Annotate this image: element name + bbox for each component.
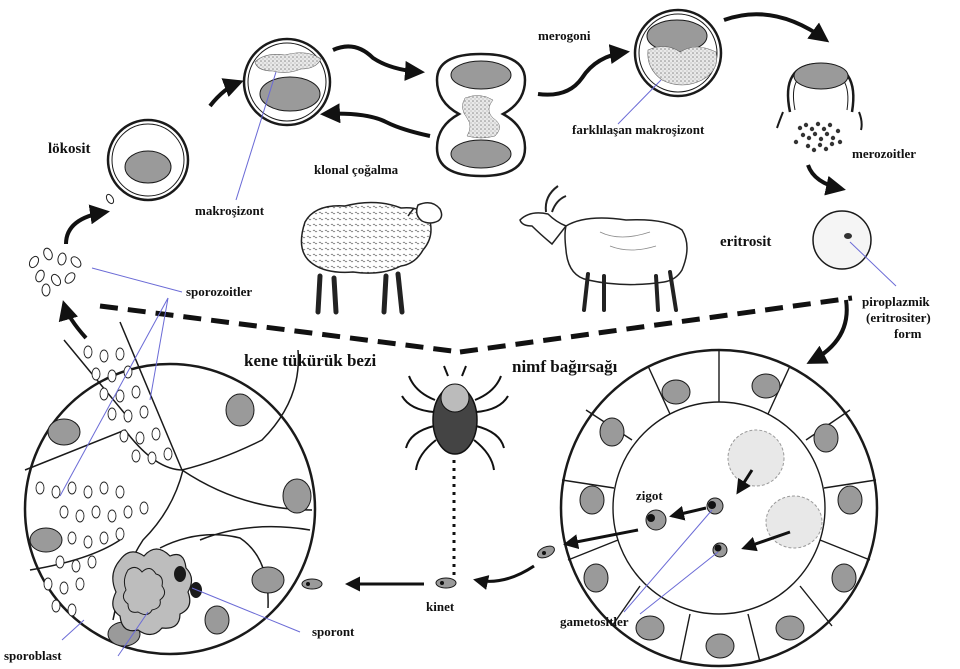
macroschizont-cell	[244, 39, 330, 125]
sheep-icon	[301, 202, 441, 312]
label-differentiating-macroschizont: farklılaşan makroşizont	[572, 122, 705, 137]
kinete-in-gut	[536, 544, 557, 561]
arrow-to-gut	[810, 300, 847, 362]
zygote	[646, 510, 666, 530]
label-piroplasmic-2: (eritrositer)	[866, 310, 931, 325]
label-piroplasmic-1: piroplazmik	[862, 294, 930, 309]
label-salivary-gland: kene tükürük bezi	[244, 351, 377, 370]
label-sporozoites: sporozoitler	[186, 284, 252, 299]
merozoites	[794, 122, 842, 152]
label-zygote: zigot	[636, 488, 663, 503]
label-leukocyte: lökosit	[48, 141, 91, 157]
label-merogony: merogoni	[538, 28, 591, 43]
erythrocyte-cell	[813, 211, 871, 269]
label-kinete: kinet	[426, 599, 455, 614]
merozoite-release-cell	[777, 63, 862, 152]
host-vector-separator	[100, 298, 852, 352]
salivary-gland	[25, 322, 315, 654]
leukocyte-cell	[108, 120, 188, 200]
label-piroplasmic-3: form	[894, 326, 922, 341]
label-gametocytes: gametositler	[560, 614, 629, 629]
sporozoites-free	[28, 193, 116, 296]
label-clonal-proliferation: klonal çoğalma	[314, 162, 399, 177]
arrow-gut-to-kinet	[476, 566, 534, 581]
kinete-in-gland	[302, 579, 322, 589]
label-merozoites: merozoitler	[852, 146, 916, 161]
tick-icon	[402, 366, 508, 470]
label-sporoblast: sporoblast	[4, 648, 62, 663]
dividing-cell	[437, 54, 525, 176]
kinete	[436, 578, 456, 588]
goat-icon	[520, 186, 687, 310]
label-macroschizont: makroşizont	[195, 203, 265, 218]
label-nymph-gut: nimf bağırsağı	[512, 357, 618, 376]
differentiating-macroschizont-cell	[635, 10, 721, 96]
label-sporont: sporont	[312, 624, 355, 639]
label-erythrocyte: eritrosit	[720, 234, 771, 250]
